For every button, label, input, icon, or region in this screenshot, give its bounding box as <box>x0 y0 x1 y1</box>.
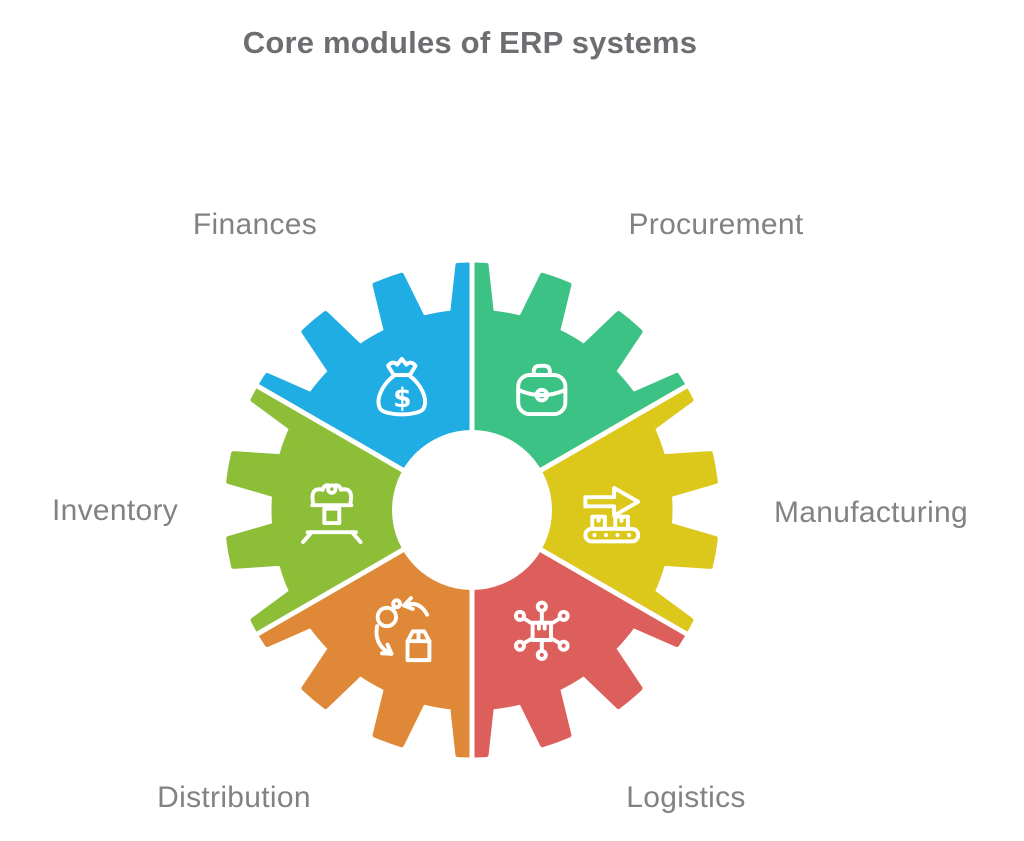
briefcase-icon <box>516 363 568 417</box>
gear-hub <box>392 430 552 590</box>
product-cycle-icon <box>374 596 432 663</box>
svg-text:$: $ <box>393 383 411 414</box>
loading-handler-icon <box>301 483 363 544</box>
distribution-network-icon <box>513 600 570 661</box>
module-label-logistics: Logistics <box>626 781 746 814</box>
money-bag-icon: $ <box>376 356 427 417</box>
module-label-procurement: Procurement <box>628 208 804 241</box>
module-label-manufacturing: Manufacturing <box>773 496 969 529</box>
conveyor-arrow-icon <box>583 485 641 544</box>
module-label-inventory: Inventory <box>51 494 179 527</box>
module-label-distribution: Distribution <box>157 781 311 814</box>
page-title: Core modules of ERP systems <box>242 25 698 60</box>
module-label-finances: Finances <box>192 208 318 241</box>
